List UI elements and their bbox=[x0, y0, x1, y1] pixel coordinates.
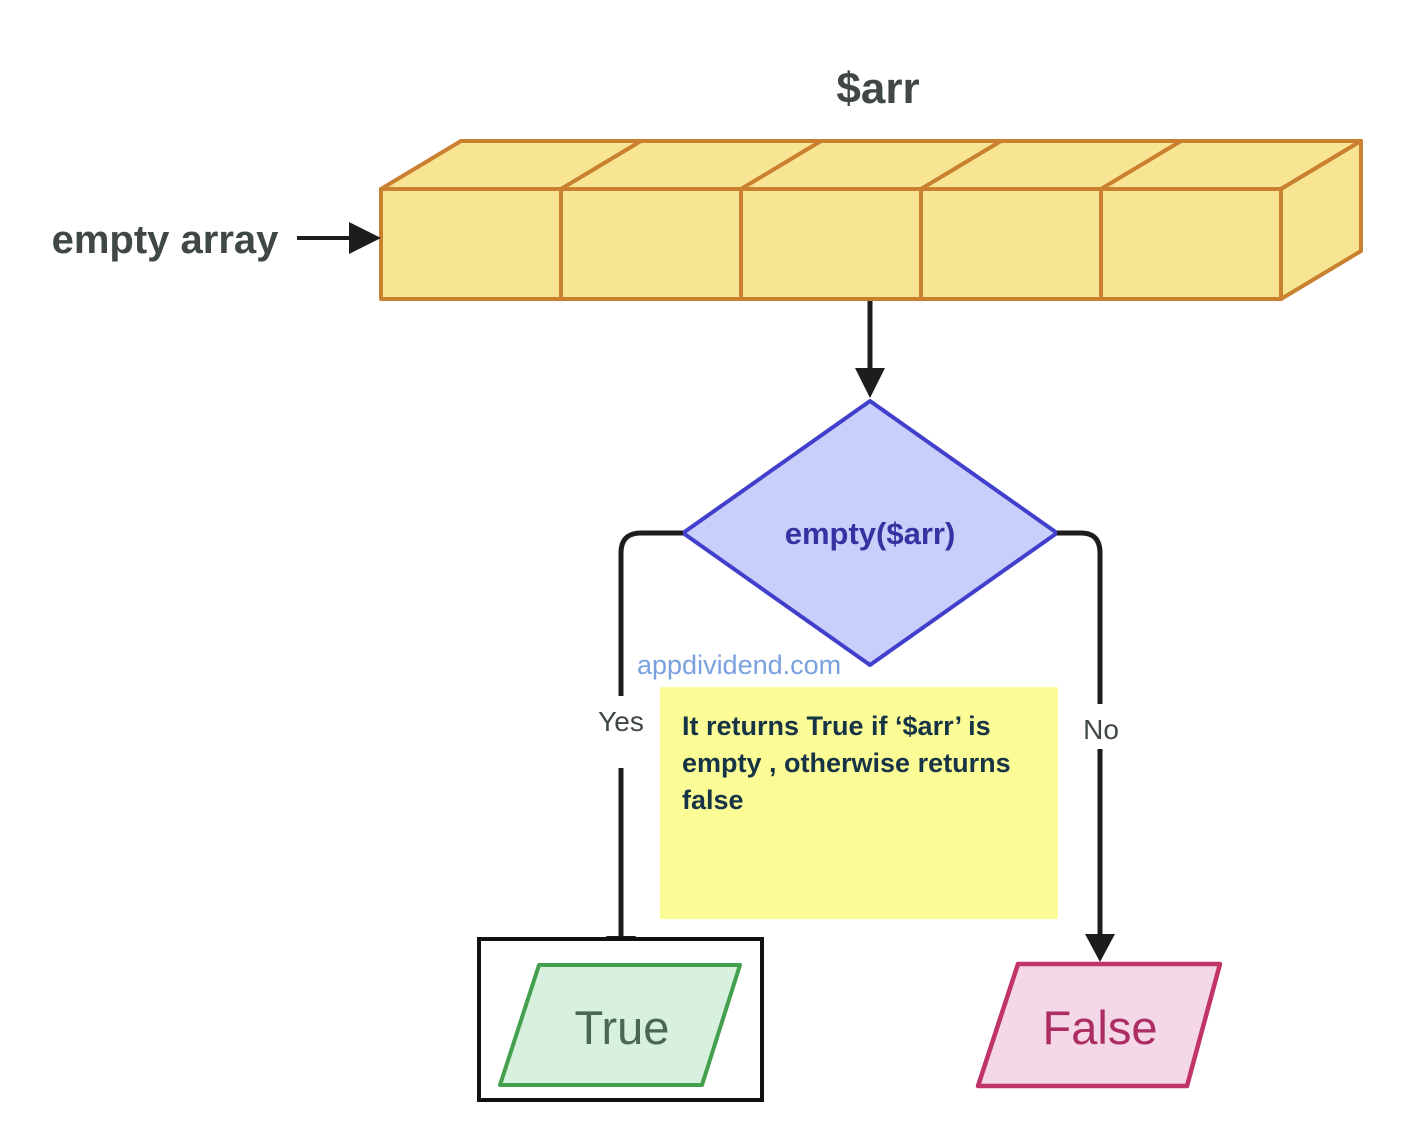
array-top-face bbox=[379, 139, 1363, 191]
true-label: True bbox=[575, 1001, 670, 1054]
array-to-decision-arrowhead-icon bbox=[855, 368, 885, 398]
note-box bbox=[660, 687, 1058, 919]
decision-diamond bbox=[681, 399, 1059, 667]
array-cell-divider bbox=[919, 139, 1003, 191]
note-text: It returns True if ‘$arr’ is empty , oth… bbox=[682, 711, 1011, 815]
array-cell-divider bbox=[739, 139, 823, 191]
watermark-text: appdividend.com bbox=[637, 650, 841, 680]
false-label: False bbox=[1043, 1001, 1158, 1054]
array-cell-dividers-front bbox=[559, 189, 1103, 299]
empty-array-label: empty array bbox=[52, 218, 280, 262]
array-cell-dividers-top bbox=[559, 139, 1183, 191]
true-parallelogram bbox=[498, 963, 742, 1087]
decision-label: empty($arr) bbox=[785, 516, 956, 551]
note-line: It returns True if ‘$arr’ is bbox=[682, 711, 991, 741]
no-arrowhead-icon bbox=[1085, 934, 1115, 962]
yes-label: Yes bbox=[598, 706, 644, 737]
yes-branch-line-upper bbox=[618, 530, 683, 696]
note-line: empty , otherwise returns bbox=[682, 748, 1011, 778]
note-line: false bbox=[682, 785, 744, 815]
false-parallelogram bbox=[975, 961, 1223, 1089]
empty-array-arrowhead-icon bbox=[349, 222, 381, 254]
array-front-face bbox=[379, 187, 1283, 301]
array-cell-divider bbox=[1099, 139, 1183, 191]
no-branch-line-upper bbox=[1057, 530, 1103, 704]
array-title: $arr bbox=[836, 64, 919, 113]
array-cell-divider bbox=[559, 139, 643, 191]
no-label: No bbox=[1083, 714, 1119, 745]
